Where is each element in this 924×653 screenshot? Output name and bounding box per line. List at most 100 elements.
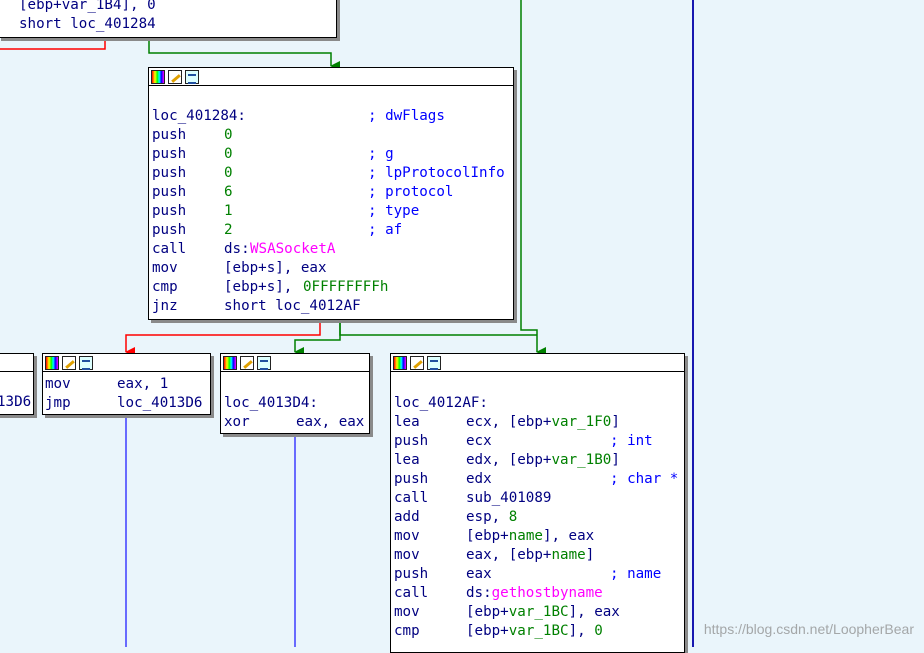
code-line: mov [ebp+name], eax xyxy=(394,527,684,546)
block-mov-jmp[interactable]: mov eax, 1 jmp loc_4013D6 xyxy=(42,353,211,415)
mnemonic: call xyxy=(394,490,429,506)
label-loc-4013D4[interactable]: loc_4013D4: xyxy=(224,395,318,411)
color-icon[interactable] xyxy=(223,355,237,370)
code-label-line: loc_401284: ; dwFlags xyxy=(152,108,445,124)
block-titlebar xyxy=(149,68,513,86)
mnemonic: push xyxy=(394,566,429,582)
code-line: push 0 xyxy=(152,127,233,143)
comment: ; int xyxy=(610,433,653,449)
group-nodes-icon[interactable] xyxy=(257,355,271,370)
code-line: [ebp+var_1B4], 0 xyxy=(19,0,156,13)
jump-target-4012AF[interactable]: short loc_4012AF xyxy=(224,298,361,314)
edge-false-top xyxy=(0,38,106,50)
label-loc-401284[interactable]: loc_401284: xyxy=(152,108,246,124)
mnemonic: call xyxy=(394,585,429,601)
operand: ] xyxy=(611,414,620,430)
stack-variable[interactable]: name xyxy=(508,528,543,544)
stack-variable[interactable]: var_1BC xyxy=(508,604,569,620)
block-titlebar xyxy=(221,354,369,372)
comment: ; name xyxy=(610,566,662,582)
jump-target-4013D6[interactable]: loc_4013D6 xyxy=(117,395,203,411)
code-line: push 0 ; lpProtocolInfo xyxy=(152,165,505,181)
mnemonic: cmp xyxy=(394,623,420,639)
code-line: short loc_401284 xyxy=(19,16,156,32)
stack-variable[interactable]: var_1F0 xyxy=(551,414,612,430)
mnemonic: add xyxy=(394,509,420,525)
code-line: mov [ebp+s], eax xyxy=(152,260,327,276)
code-line: call ds: WSASocketA xyxy=(152,241,336,257)
code-line: push eax ; name xyxy=(394,565,684,584)
rename-icon[interactable] xyxy=(410,355,424,370)
color-icon[interactable] xyxy=(151,69,165,84)
rename-icon[interactable] xyxy=(168,69,182,84)
color-icon[interactable] xyxy=(45,355,59,370)
code-line: cmp [ebp+var_1BC], 0 xyxy=(394,622,684,641)
code-line: jmp loc_4013D6 xyxy=(45,395,203,411)
operand: [ebp+ xyxy=(466,623,509,639)
edge-true-long xyxy=(520,0,546,357)
operand: sub_401089 xyxy=(466,490,552,506)
group-nodes-icon[interactable] xyxy=(79,355,93,370)
operand: edx xyxy=(466,471,492,487)
code-line: mov eax, 1 xyxy=(45,376,169,392)
mnemonic: push xyxy=(394,433,429,449)
operand: edx, [ebp+ xyxy=(466,452,552,468)
label-loc-4012AF[interactable]: loc_4012AF: xyxy=(394,395,488,411)
code-line: xor eax, eax xyxy=(224,414,365,430)
operand: ecx xyxy=(466,433,492,449)
code-line: mov [ebp+var_1BC], eax xyxy=(394,603,684,622)
operand: [ebp+ xyxy=(466,604,509,620)
rename-icon[interactable] xyxy=(240,355,254,370)
rename-icon[interactable] xyxy=(62,355,76,370)
code-line: push 6 ; protocol xyxy=(152,184,454,200)
color-icon[interactable] xyxy=(393,355,407,370)
operand: [ebp+ xyxy=(466,528,509,544)
operand: ] xyxy=(585,547,595,563)
operand: eax, [ebp+ xyxy=(466,547,552,563)
block-left-partial[interactable]: 13D6 xyxy=(0,353,34,415)
import-gethostbyname[interactable]: gethostbyname xyxy=(491,585,603,601)
operand: ds: xyxy=(466,585,492,601)
block-titlebar xyxy=(391,354,684,372)
code-label-line: loc_4013D4: xyxy=(224,394,369,413)
code-line: jnz short loc_4012AF xyxy=(152,298,361,314)
stack-variable[interactable]: var_1BC xyxy=(508,623,569,639)
code-line: push 2 ; af xyxy=(152,222,403,238)
edge-true-to-4013D4 xyxy=(294,320,341,357)
immediate-value: 8 xyxy=(508,509,518,525)
block-titlebar xyxy=(0,354,33,372)
comment: ; char * xyxy=(610,471,679,487)
group-nodes-icon[interactable] xyxy=(427,355,441,370)
operand: ] xyxy=(611,452,620,468)
code-line: call sub_401089 xyxy=(394,489,684,508)
stack-variable[interactable]: name xyxy=(551,547,586,563)
stack-variable[interactable]: var_1B0 xyxy=(551,452,612,468)
mnemonic: push xyxy=(394,471,429,487)
operand: ], eax xyxy=(542,528,595,544)
code-line: 13D6 xyxy=(0,394,32,410)
mnemonic: mov xyxy=(394,604,420,620)
block-top-partial[interactable]: [ebp+var_1B4], 0 short loc_401284 xyxy=(0,0,337,38)
operand: eax xyxy=(466,566,492,582)
edge-false-to-mov xyxy=(125,320,321,357)
code-line: cmp [ebp+s], 0FFFFFFFFh xyxy=(152,279,389,295)
import-wsasocketa[interactable]: WSASocketA xyxy=(250,241,336,257)
mnemonic: mov xyxy=(394,528,420,544)
code-line: push 0 ; g xyxy=(152,146,394,162)
mnemonic: lea xyxy=(394,452,420,468)
mnemonic: lea xyxy=(394,414,420,430)
operand: ], eax xyxy=(568,604,620,620)
immediate-value: 0 xyxy=(594,623,603,639)
code-line: push edx ; char * xyxy=(394,470,684,489)
block-loc-401284[interactable]: loc_401284: ; dwFlags push 0 push 0 ; g … xyxy=(148,67,514,320)
code-line: push 1 ; type xyxy=(152,203,420,219)
block-loc-4013D4[interactable]: loc_4013D4: xor eax, eax xyxy=(220,353,370,434)
code-label-line: loc_4012AF: xyxy=(394,394,684,413)
group-nodes-icon[interactable] xyxy=(185,69,199,84)
operand: ], xyxy=(568,623,595,639)
watermark: https://blog.csdn.net/LoopherBear xyxy=(703,621,914,637)
